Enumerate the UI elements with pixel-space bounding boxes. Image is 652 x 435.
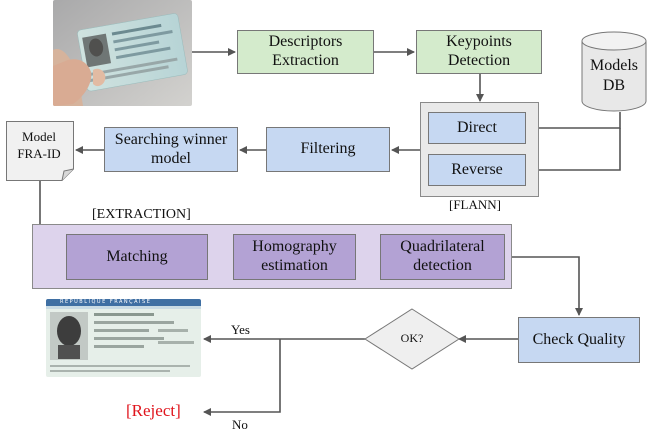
keypoints-detection-box: Keypoints Detection	[416, 30, 542, 74]
arrow-db-to-direct	[527, 112, 621, 132]
matching-box: Matching	[66, 234, 208, 280]
quadrilateral-detection-box: Quadrilateral detection	[380, 234, 505, 280]
model-fra-id-label: Model FRA-ID	[17, 129, 61, 161]
arrow-ok-no	[203, 339, 281, 416]
arrow-quadrilateral-to-check	[505, 256, 583, 316]
arrow-db-to-reverse	[528, 128, 621, 171]
ok-label: OK?	[400, 331, 424, 345]
flann-label: [FLANN]	[449, 197, 501, 212]
no-label: No	[232, 417, 248, 432]
filtering-box: Filtering	[266, 127, 390, 172]
input-photo-hand-card	[53, 0, 192, 106]
card-header-text: RÉPUBLIQUE FRANÇAISE	[60, 299, 152, 305]
ok-decision-diamond: OK?	[364, 308, 460, 370]
yes-label: Yes	[231, 322, 250, 337]
reject-label: [Reject]	[126, 401, 181, 420]
models-db-label: Models DB	[590, 57, 638, 94]
models-db-cylinder: Models DB	[581, 31, 647, 113]
descriptors-extraction-box: Descriptors Extraction	[237, 30, 374, 74]
extraction-label: [EXTRACTION]	[92, 207, 191, 222]
searching-winner-model-box: Searching winner model	[104, 127, 238, 172]
reverse-box: Reverse	[428, 154, 526, 186]
direct-box: Direct	[428, 112, 526, 144]
output-id-card-image: RÉPUBLIQUE FRANÇAISE	[46, 299, 201, 377]
model-fra-id-document: Model FRA-ID	[6, 121, 74, 181]
check-quality-box: Check Quality	[518, 317, 640, 363]
homography-estimation-box: Homography estimation	[233, 234, 356, 280]
